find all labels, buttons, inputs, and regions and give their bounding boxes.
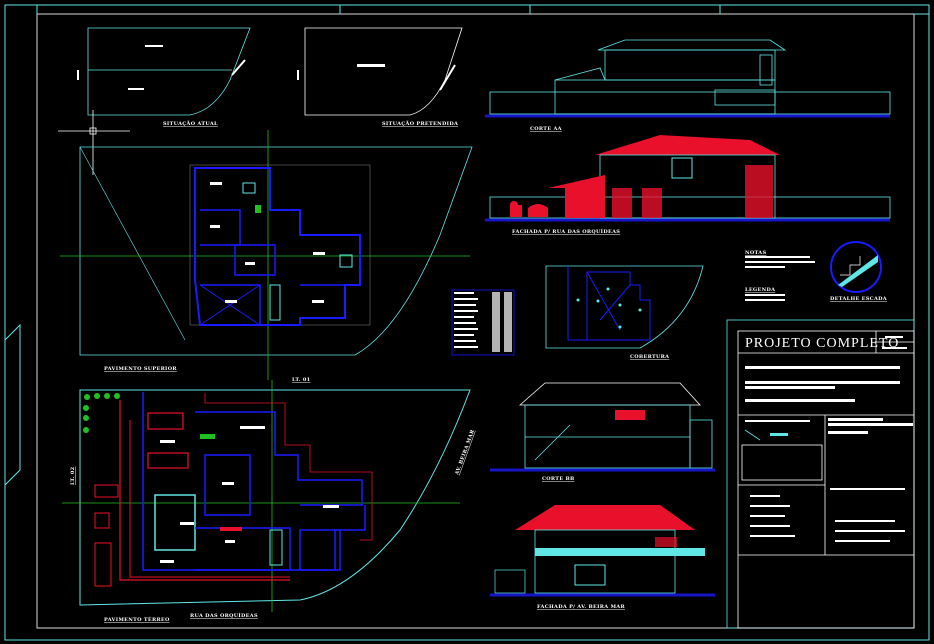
label-situacao-atual: SITUAÇÃO ATUAL bbox=[163, 120, 218, 127]
label-lote-side: LT. 02 bbox=[70, 466, 76, 485]
label-corte-aa: CORTE AA bbox=[530, 126, 562, 132]
fachada-beira-mar-elevation bbox=[490, 505, 715, 597]
label-fachada-beira-mar: FACHADA P/ AV. BEIRA MAR bbox=[537, 604, 625, 610]
fachada-orquideas-elevation bbox=[485, 135, 891, 222]
label-pavimento-terreo: PAVIMENTO TÉRREO bbox=[104, 615, 170, 623]
corte-aa-section bbox=[485, 39, 891, 118]
notes-heading: NOTAS bbox=[745, 250, 766, 256]
label-rua-orquideas: RUA DAS ORQUÍDEAS bbox=[190, 612, 258, 619]
situacao-atual-plan bbox=[77, 27, 251, 116]
label-pavimento-superior: PAVIMENTO SUPERIOR bbox=[104, 366, 177, 372]
pavimento-terreo-plan bbox=[62, 380, 471, 612]
label-detalhe-escada: DETALHE ESCADA bbox=[830, 296, 887, 302]
situacao-pretendida-plan bbox=[297, 27, 463, 116]
title-block bbox=[726, 319, 915, 629]
cobertura-roof-plan bbox=[545, 265, 704, 349]
label-situacao-pretendida: SITUAÇÃO PRETENDIDA bbox=[382, 120, 458, 127]
legend-lines bbox=[745, 294, 785, 301]
label-fachada-orquideas: FACHADA P/ RUA DAS ORQUÍDEAS bbox=[512, 228, 620, 235]
detalhe-escada-detail bbox=[830, 241, 882, 293]
label-cobertura: COBERTURA bbox=[630, 354, 669, 360]
crosshair-cursor-icon bbox=[58, 110, 130, 175]
area-schedule-table bbox=[451, 289, 515, 356]
notes-lines bbox=[745, 256, 815, 268]
pavimento-superior-plan bbox=[60, 130, 473, 380]
corte-bb-section bbox=[490, 382, 715, 472]
project-title: PROJETO COMPLETO bbox=[745, 336, 899, 351]
label-corte-bb: CORTE BB bbox=[542, 476, 575, 482]
legend-heading: LEGENDA bbox=[745, 287, 775, 293]
label-lote: LT. 01 bbox=[292, 377, 310, 383]
label-av-beira-mar: AV. BEIRA MAR bbox=[454, 428, 476, 476]
